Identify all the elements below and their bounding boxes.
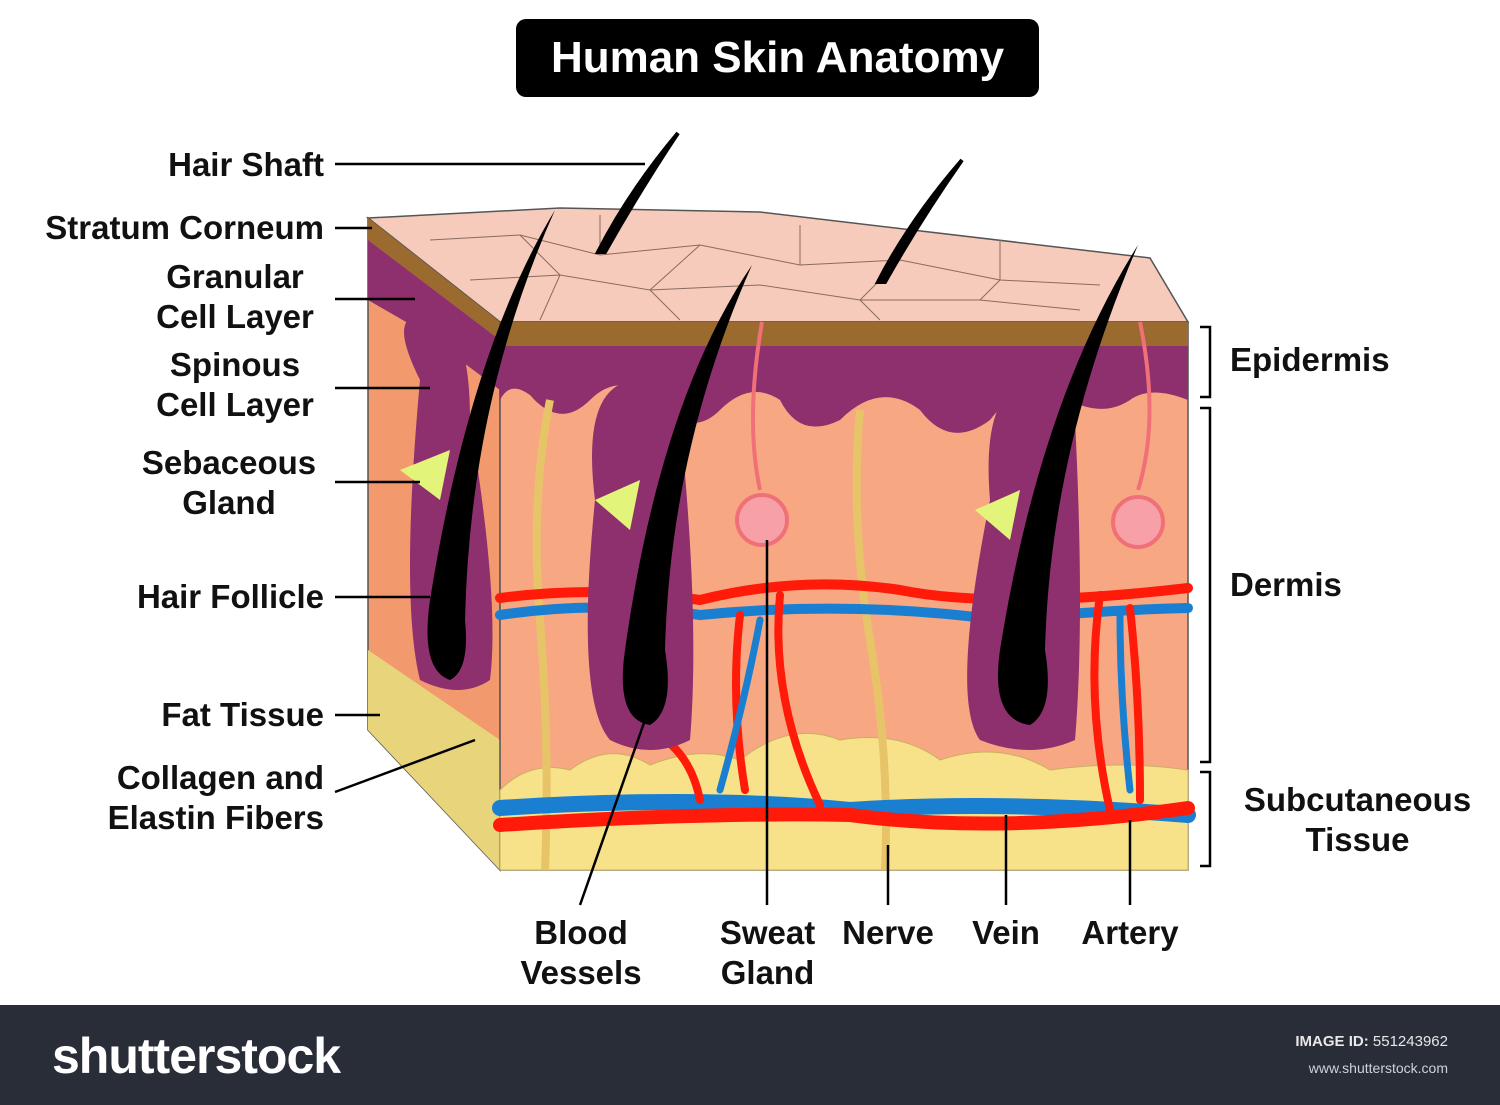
label-dermis: Dermis bbox=[1230, 566, 1342, 603]
image-id-value: 551243962 bbox=[1372, 1033, 1448, 1050]
artery-lower bbox=[493, 801, 1195, 832]
skin-cross-section-illustration bbox=[334, 131, 1212, 906]
site-url[interactable]: www.shutterstock.com bbox=[1308, 1060, 1448, 1076]
left-side-fat bbox=[368, 650, 500, 870]
left-side-stratum bbox=[368, 218, 500, 340]
skin-surface bbox=[365, 207, 1190, 323]
label-epidermis: Epidermis bbox=[1230, 341, 1390, 378]
label-collagen-elastin: Collagen and Elastin Fibers bbox=[107, 759, 324, 836]
label-hair-shaft: Hair Shaft bbox=[168, 146, 324, 183]
diagram-title: Human Skin Anatomy bbox=[516, 19, 1039, 97]
footer-bar: shutterstock IMAGE ID: 551243962 www.shu… bbox=[0, 1005, 1500, 1105]
shutterstock-logo[interactable]: shutterstock bbox=[52, 1028, 341, 1084]
label-nerve: Nerve bbox=[842, 914, 934, 951]
hair-follicles bbox=[400, 131, 1138, 750]
image-id: IMAGE ID: 551243962 bbox=[1295, 1033, 1448, 1050]
image-id-label: IMAGE ID: bbox=[1295, 1033, 1369, 1050]
label-sebaceous-gland: Sebaceous Gland bbox=[141, 444, 317, 521]
label-blood-vessels: Blood Vessels bbox=[520, 914, 642, 991]
label-hair-follicle: Hair Follicle bbox=[136, 578, 324, 615]
label-stratum-corneum: Stratum Corneum bbox=[45, 209, 324, 246]
label-spinous-cell-layer: Spinous Cell Layer bbox=[156, 346, 314, 423]
label-granular-cell-layer: Granular Cell Layer bbox=[156, 258, 314, 335]
label-vein: Vein bbox=[972, 914, 1040, 951]
label-sweat-gland: Sweat Gland bbox=[719, 914, 816, 991]
label-fat-tissue: Fat Tissue bbox=[161, 696, 324, 733]
stratum-corneum-layer bbox=[500, 322, 1188, 346]
leader-lines bbox=[334, 162, 1212, 906]
label-artery: Artery bbox=[1081, 914, 1179, 951]
sweat-glands bbox=[735, 321, 1165, 549]
label-subcutaneous-tissue: Subcutaneous Tissue bbox=[1243, 781, 1472, 858]
left-side-epidermis bbox=[368, 240, 500, 390]
skin-surface-cracks bbox=[429, 215, 1101, 321]
